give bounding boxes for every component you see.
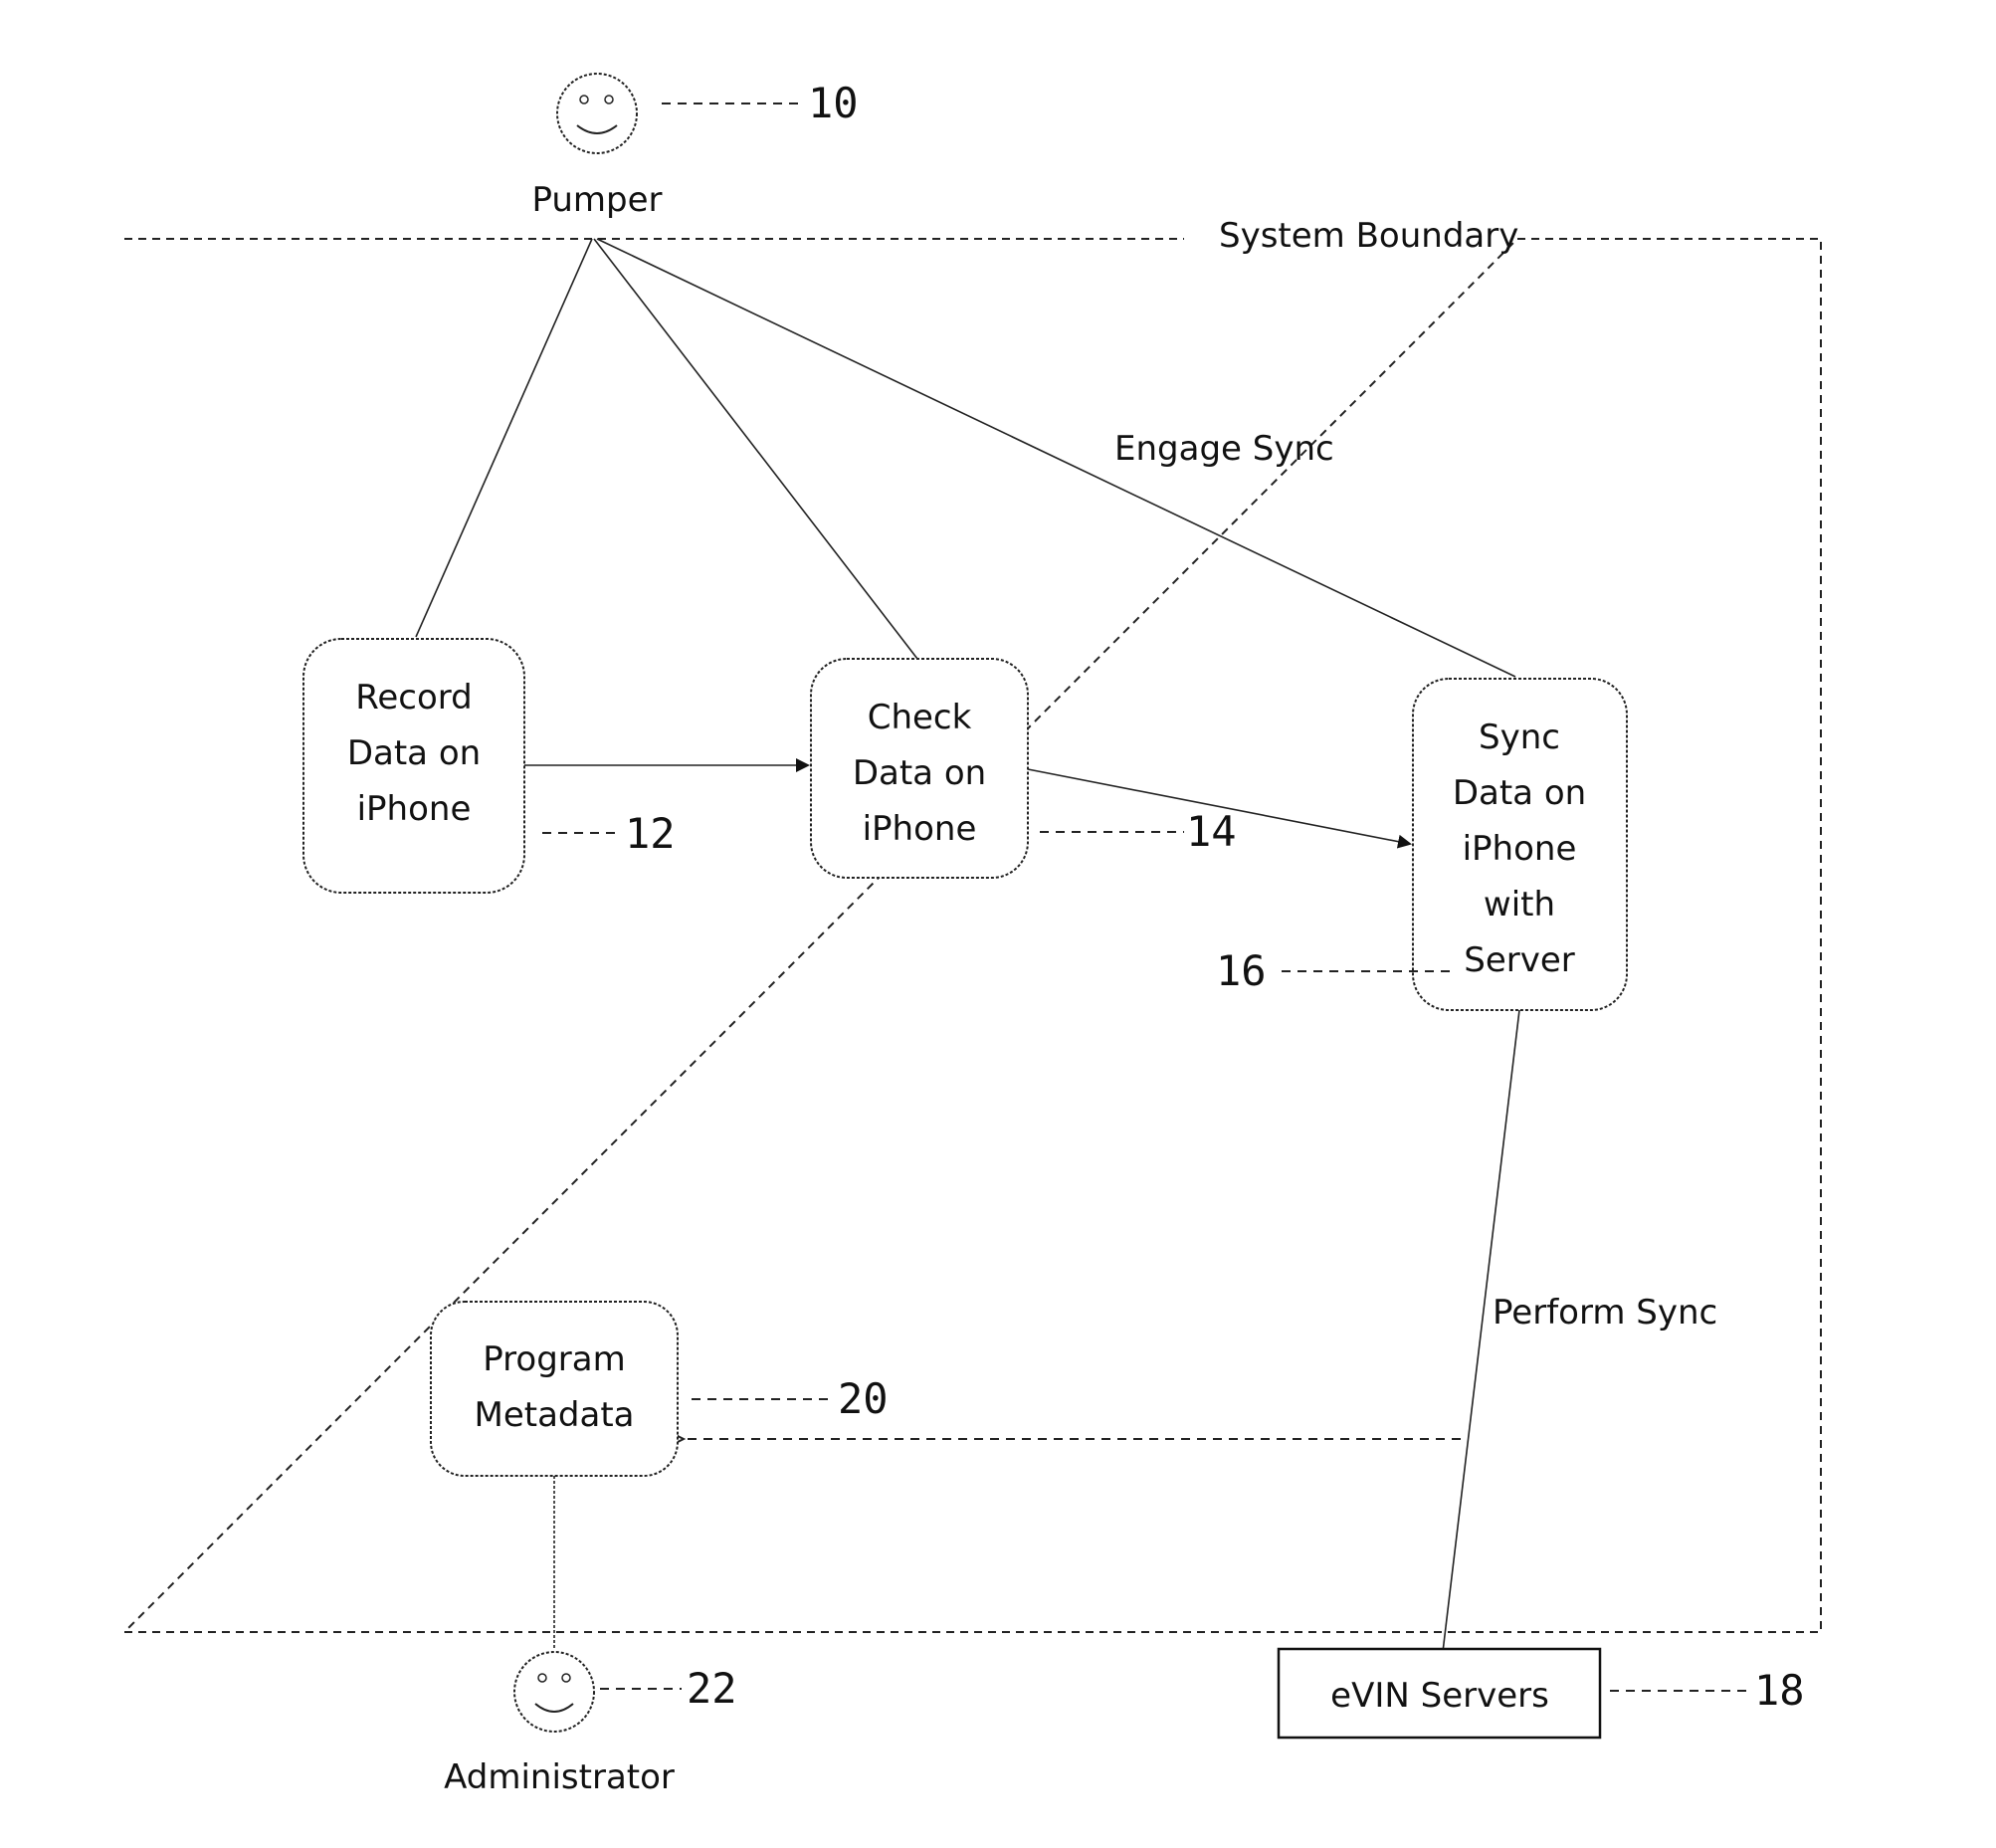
use-case-metadata: Program Metadata 20 (431, 1302, 889, 1476)
svg-text:Data on: Data on (853, 753, 986, 793)
administrator-face-icon (514, 1652, 594, 1732)
svg-text:Data on: Data on (1453, 773, 1586, 813)
administrator-actor: Administrator 22 (444, 1652, 736, 1797)
svg-text:with: with (1484, 885, 1555, 924)
engage-sync-label: Engage Sync (1114, 429, 1334, 469)
use-case-check: Check Data on iPhone 14 (811, 659, 1237, 878)
svg-text:Metadata: Metadata (474, 1395, 634, 1435)
evin-servers-ref: 18 (1754, 1666, 1805, 1715)
perform-sync-label: Perform Sync (1493, 1293, 1717, 1333)
svg-text:Data on: Data on (347, 733, 481, 773)
svg-text:Sync: Sync (1479, 718, 1560, 757)
sync-ref: 16 (1216, 946, 1267, 995)
svg-text:Program: Program (483, 1339, 625, 1379)
svg-text:iPhone: iPhone (863, 809, 977, 849)
evin-servers-label: eVIN Servers (1330, 1676, 1549, 1716)
pumper-associations: Engage Sync (416, 239, 1515, 677)
record-ref: 12 (625, 809, 676, 858)
pumper-actor: Pumper 10 (531, 74, 858, 220)
svg-text:Server: Server (1464, 940, 1575, 980)
svg-text:Check: Check (868, 698, 972, 737)
svg-text:Record: Record (355, 678, 472, 718)
pumper-ref: 10 (808, 79, 859, 127)
perform-sync-association: Perform Sync (1443, 1010, 1717, 1652)
svg-text:iPhone: iPhone (357, 789, 472, 829)
pumper-label: Pumper (531, 180, 662, 220)
system-boundary-label: System Boundary (1219, 216, 1518, 256)
svg-text:iPhone: iPhone (1463, 829, 1577, 869)
administrator-label: Administrator (444, 1757, 675, 1797)
check-ref: 14 (1186, 807, 1237, 856)
metadata-ref: 20 (838, 1374, 889, 1423)
evin-servers: eVIN Servers 18 (1279, 1649, 1805, 1738)
administrator-ref: 22 (687, 1664, 737, 1713)
use-case-sync: Sync Data on iPhone with Server 16 (1216, 679, 1627, 1010)
pumper-face-icon (557, 74, 637, 153)
